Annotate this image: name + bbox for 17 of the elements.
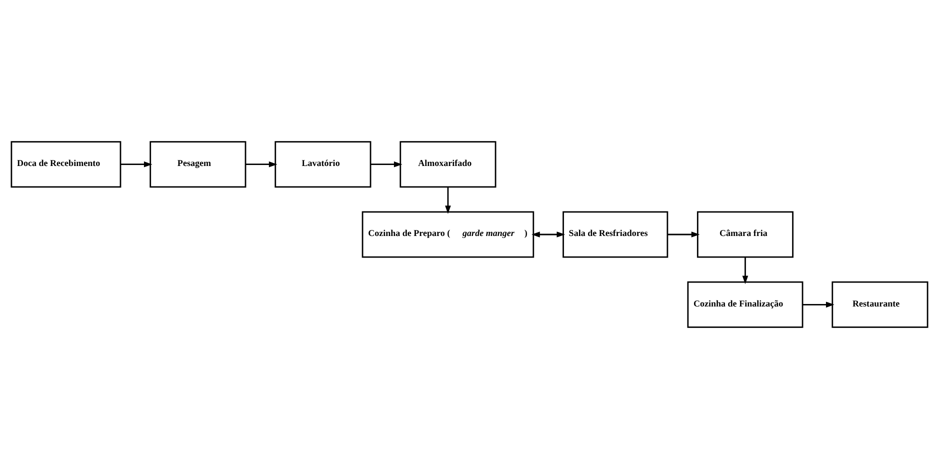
node-box: Pesagem: [150, 141, 246, 188]
arrow: [246, 161, 278, 168]
node-box: Restaurante: [832, 281, 928, 328]
node-box: Cozinha de Finalização: [687, 281, 804, 328]
arrow: [532, 232, 566, 238]
node-box: Almoxarifado: [400, 141, 496, 188]
arrow: [370, 161, 402, 168]
node-box: Câmara fria: [696, 211, 794, 258]
node-box: Sala de Resfriadores: [562, 211, 668, 258]
node-box: Cozinha de Preparo (garde manger): [362, 211, 534, 258]
arrow: [445, 187, 451, 214]
node-box: Lavatório: [274, 141, 372, 188]
arrow: [802, 302, 834, 308]
node-box: Doca de Recebimento: [10, 141, 122, 188]
arrow: [120, 161, 152, 168]
arrow: [668, 232, 700, 238]
arrow: [742, 257, 748, 284]
